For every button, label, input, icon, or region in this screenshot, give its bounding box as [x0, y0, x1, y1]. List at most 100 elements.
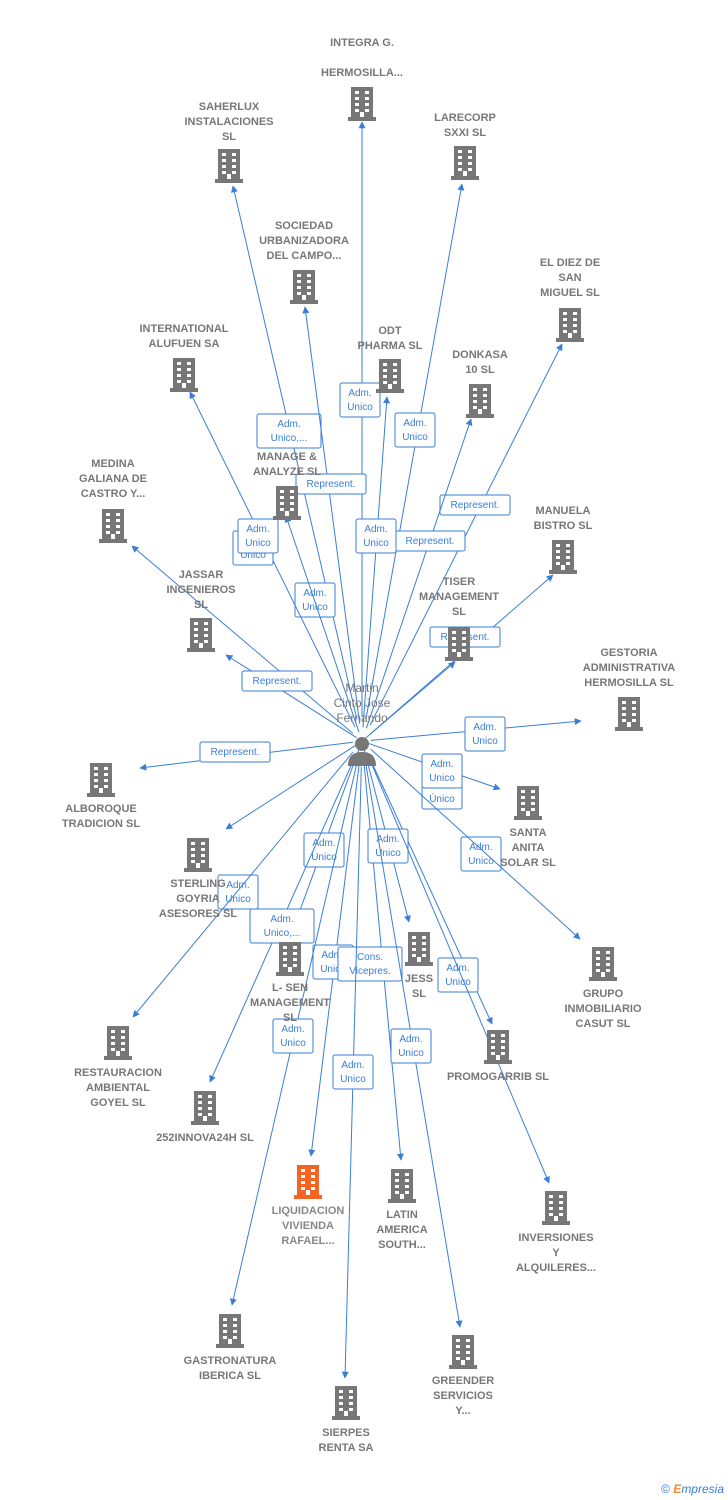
edge-label-text: Unico,... [264, 928, 301, 939]
edge-label-text: Adm. [364, 524, 387, 535]
edge-label-santaanita[interactable]: Adm.Unico [460, 836, 502, 872]
node-liquidacion[interactable]: LIQUIDACIONVIVIENDARAFAEL... [272, 1165, 345, 1247]
edge-label-grupo[interactable]: Adm.Unico [421, 753, 463, 789]
node-label-inversiones: Y [552, 1247, 560, 1259]
edge-label-sterling[interactable]: Adm.Unico [217, 874, 259, 910]
edge-label-text: Unico [280, 1038, 306, 1049]
edge-label-text: Unico [347, 402, 373, 413]
node-label-sierpes: SIERPES [322, 1427, 370, 1439]
node-label-jess: JESS [405, 973, 433, 985]
node-innova[interactable]: 252INNOVA24H SL [156, 1091, 254, 1144]
node-integra[interactable]: INTEGRA G.HERMOSILLA... [321, 37, 403, 121]
edge-label-promogarrib[interactable]: Adm.Unico [437, 957, 479, 993]
brand-logo-initial: E [673, 1482, 682, 1496]
edge-odt: Adm. Unico [339, 382, 391, 728]
building-icon [484, 1030, 512, 1064]
edge-label-text: Adm. [312, 838, 335, 849]
node-label-greender: Y... [455, 1405, 470, 1417]
node-label-saherlux: INSTALACIONES [184, 116, 273, 128]
node-latin[interactable]: LATINAMERICASOUTH... [376, 1169, 428, 1251]
edge-label-text: Adm. [469, 842, 492, 853]
edge-label-box [439, 494, 511, 516]
node-label-sterling: ASESORES SL [159, 908, 238, 920]
edge-eldiez: Represent. [369, 343, 563, 726]
node-manage[interactable]: MANAGE &ANALYZE SL [253, 451, 321, 520]
edge-label-alboroque[interactable]: Represent. [199, 741, 271, 763]
node-label-latin: SOUTH... [378, 1239, 426, 1251]
edge-label-jess[interactable]: Adm.Unico [355, 518, 397, 554]
node-label-odt: PHARMA SL [358, 340, 423, 352]
edge-label-donkasa[interactable]: Represent. [394, 530, 466, 552]
copyright-symbol: © [661, 1482, 670, 1496]
edge-label-text: Adm. [226, 880, 249, 891]
edge-label-box [464, 716, 506, 752]
edge-label-text: Unico [311, 852, 337, 863]
building-icon [451, 146, 479, 180]
person-icon [348, 737, 376, 766]
node-label-gestoria: ADMINISTRATIVA [583, 662, 676, 674]
building-icon [348, 87, 376, 121]
edge-label-text: Represent. [211, 747, 260, 758]
edge-line-tiser [365, 661, 456, 739]
edge-label-text: Unico [402, 432, 428, 443]
edge-label-innova[interactable]: Adm.Unico,... [249, 908, 315, 944]
building-icon [99, 509, 127, 543]
edge-inversiones: Cons.Vicepres. [337, 758, 550, 1184]
edge-label-manage[interactable]: Represent. [295, 473, 367, 495]
node-inversiones[interactable]: INVERSIONESYALQUILERES... [516, 1191, 596, 1274]
edge-lsen: Adm. Unico [290, 748, 360, 933]
building-icon [549, 540, 577, 574]
node-label-sociedad: SOCIEDAD [275, 220, 333, 232]
edge-label-sociedad[interactable]: Adm.Unico [294, 582, 336, 618]
edge-label-text: Único [429, 792, 455, 805]
edge-line-sterling [225, 744, 357, 830]
edge-line-jassar [225, 654, 357, 739]
edge-label-gastronatura[interactable]: Adm.Unico [272, 1018, 314, 1054]
edge-label-sierpes[interactable]: Adm.Unico [332, 1054, 374, 1090]
node-promogarrib[interactable]: PROMOGARRIB SL [447, 1030, 549, 1083]
edge-label-gestoria[interactable]: Adm.Unico [464, 716, 506, 752]
edge-label-odt[interactable]: Adm.Unico [339, 382, 381, 418]
edge-label-inversiones[interactable]: Cons.Vicepres. [337, 946, 403, 982]
edge-line-inversiones [369, 758, 550, 1184]
edge-label-jassar[interactable]: Represent. [241, 670, 313, 692]
edge-label-medina[interactable]: Adm.Unico [237, 518, 279, 554]
node-greender[interactable]: GREENDERSERVICIOSY... [432, 1335, 494, 1417]
edge-label-text: Adm. [277, 419, 300, 430]
edge-label-saherlux[interactable]: Adm.Unico,... [256, 413, 322, 449]
edge-santaanita: Adm.Unico [367, 742, 502, 872]
edge-label-text: Adm. [246, 524, 269, 535]
edge-label-latin[interactable]: Adm.Unico [367, 828, 409, 864]
building-icon [514, 786, 542, 820]
edge-label-lsen[interactable]: Adm. Unico [303, 832, 345, 868]
edge-label-text: Unico [240, 550, 266, 561]
edge-label-greender[interactable]: Adm.Unico [390, 1028, 432, 1064]
building-icon [191, 1091, 219, 1125]
edge-label-larecorp[interactable]: Adm.Unico [394, 412, 436, 448]
edge-label-eldiez[interactable]: Represent. [439, 494, 511, 516]
brand-logo-text: mpresia [681, 1482, 724, 1496]
node-label-promogarrib: PROMOGARRIB SL [447, 1071, 549, 1083]
